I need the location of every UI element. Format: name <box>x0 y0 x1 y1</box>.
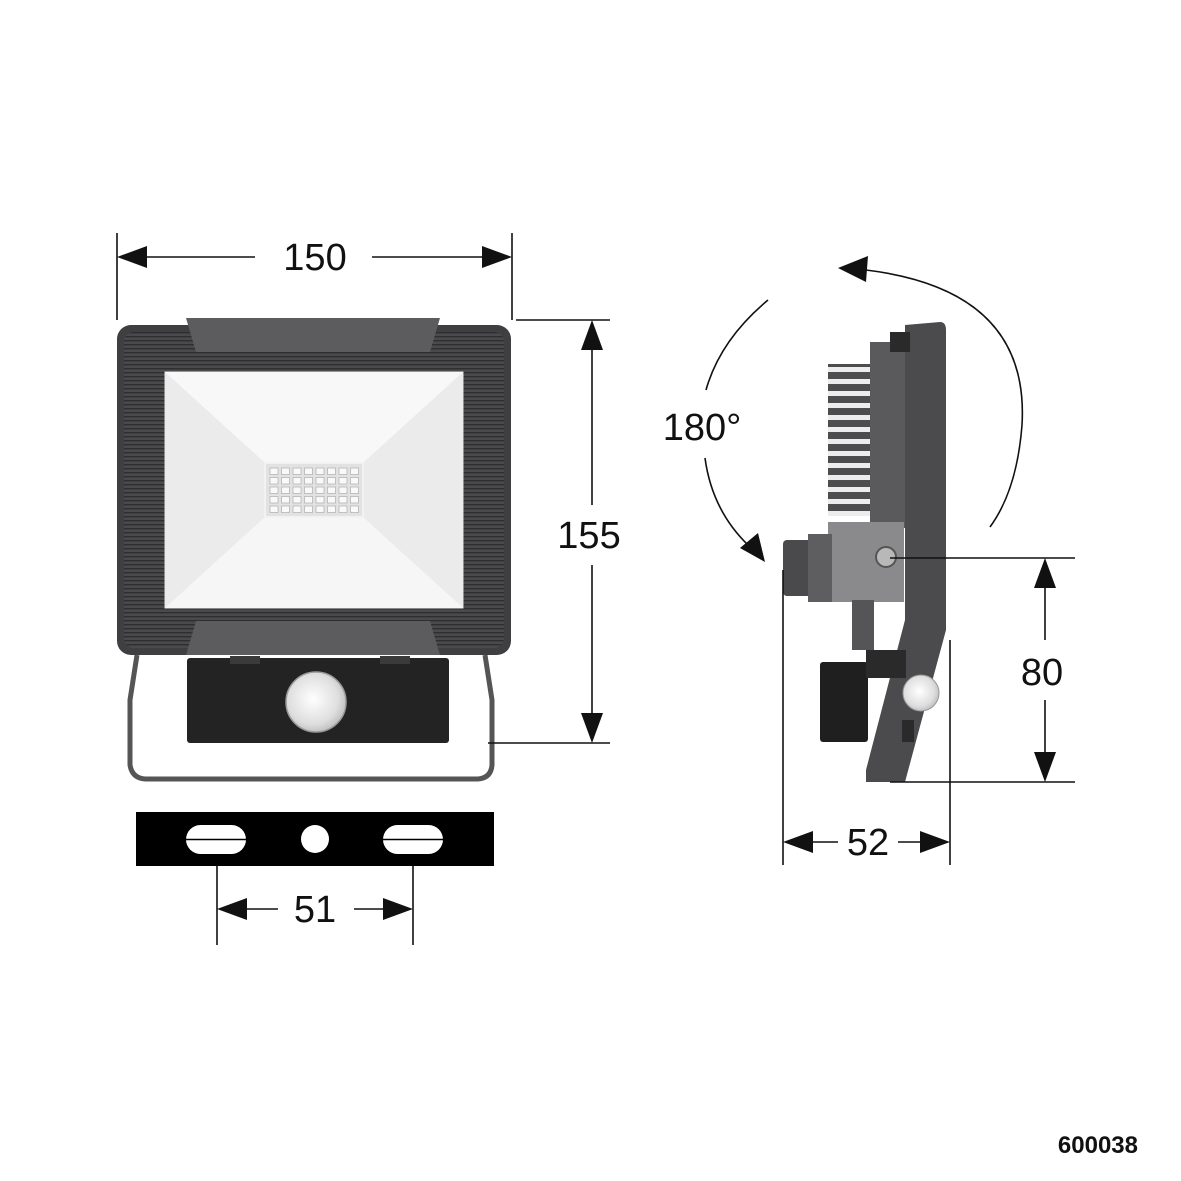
led-chip <box>338 496 348 504</box>
led-chip <box>281 486 290 494</box>
led-chip <box>304 505 313 513</box>
dim-rotation <box>704 256 1024 562</box>
led-chip <box>269 486 279 494</box>
label-mount-spacing: 51 <box>294 889 336 931</box>
led-chip <box>304 467 313 475</box>
dim-sensor-height <box>890 557 1075 783</box>
front-view <box>117 318 511 782</box>
led-chip <box>327 477 336 485</box>
side-front-frame <box>866 322 946 782</box>
side-pir-lens <box>902 674 940 712</box>
side-top-clip <box>890 332 910 352</box>
led-chip <box>281 496 290 504</box>
mounting-plate <box>136 812 494 866</box>
side-pivot-screw <box>875 546 897 568</box>
side-view <box>783 322 946 782</box>
led-chip <box>292 496 302 504</box>
led-chip <box>350 496 359 504</box>
led-chip <box>269 496 279 504</box>
led-chip <box>281 467 290 475</box>
front-sensor-clip-left <box>230 656 260 664</box>
led-chip <box>315 486 325 494</box>
led-chip <box>350 486 359 494</box>
label-height: 155 <box>557 515 620 557</box>
led-chip <box>292 477 302 485</box>
rotation-arc-upper-left <box>705 299 769 391</box>
dim-mount-spacing <box>216 866 414 945</box>
front-pir-lens <box>286 672 346 732</box>
led-chip <box>269 505 279 513</box>
label-width: 150 <box>283 237 346 279</box>
dim-height <box>488 319 610 744</box>
side-bracket-stem <box>852 600 874 650</box>
front-top-tab <box>186 318 440 352</box>
rotation-arc-lower-left <box>704 457 749 546</box>
side-sensor-clip <box>902 720 914 742</box>
led-chip <box>269 467 279 475</box>
led-chip <box>292 467 302 475</box>
led-chip <box>338 467 348 475</box>
led-chip <box>269 477 279 485</box>
led-board <box>266 464 362 516</box>
led-chip <box>338 486 348 494</box>
led-chip <box>315 505 325 513</box>
label-depth: 52 <box>847 822 889 864</box>
led-chip <box>327 505 336 513</box>
front-reflector-right <box>364 372 463 608</box>
side-heatsink-base <box>870 342 910 528</box>
front-pir-lens-rim <box>285 671 347 733</box>
led-chip <box>338 505 348 513</box>
led-chip <box>350 477 359 485</box>
dim-depth <box>782 570 951 865</box>
side-sensor-arm <box>866 650 906 678</box>
led-chip <box>292 486 302 494</box>
led-chip <box>281 505 290 513</box>
front-bottom-tab <box>186 621 440 655</box>
side-heatsink <box>828 364 872 516</box>
dim-width <box>116 233 513 320</box>
led-chip <box>350 505 359 513</box>
led-chip <box>327 467 336 475</box>
front-bracket <box>127 654 495 782</box>
led-chip <box>304 496 313 504</box>
led-chip <box>304 486 313 494</box>
rotation-arrow-bottom <box>740 533 765 562</box>
front-sensor-clip-right <box>380 656 410 664</box>
led-chip <box>315 477 325 485</box>
led-chip <box>315 467 325 475</box>
led-chip <box>338 477 348 485</box>
led-chip <box>327 486 336 494</box>
front-reflector-top <box>165 372 463 462</box>
label-rotation: 180° <box>663 407 742 449</box>
front-reflector-bottom <box>165 518 463 608</box>
led-chip <box>327 496 336 504</box>
rotation-arc-top <box>865 269 1024 528</box>
led-chip <box>292 505 302 513</box>
led-array <box>266 464 362 516</box>
rotation-arrow-top <box>838 256 868 282</box>
mounting-hole-center <box>301 825 329 853</box>
led-chip <box>304 477 313 485</box>
front-reflector-left <box>165 372 264 608</box>
product-code: 600038 <box>1058 1132 1138 1159</box>
led-chip <box>281 477 290 485</box>
led-chip <box>350 467 359 475</box>
side-cable-gland-nut <box>808 534 832 602</box>
label-sensor-height: 80 <box>1021 652 1063 694</box>
led-chip <box>315 496 325 504</box>
side-sensor-box <box>820 662 868 742</box>
